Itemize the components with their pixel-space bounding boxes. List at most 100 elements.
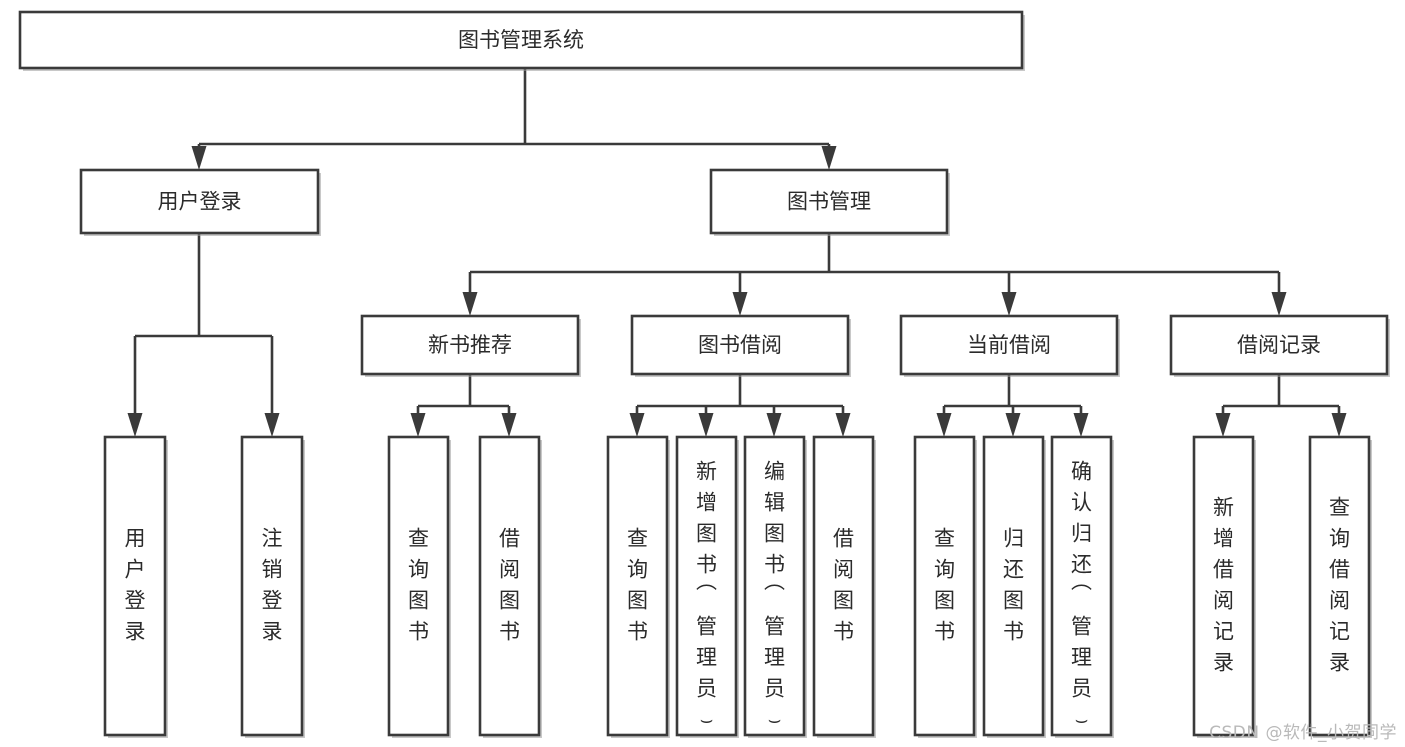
node-label-char: 询 [408, 558, 429, 582]
node-label-char: 询 [627, 558, 648, 582]
node-box[interactable] [478, 435, 541, 737]
arrow-head-icon [821, 146, 837, 170]
connector-group-user-login [127, 233, 280, 437]
node-box[interactable] [899, 314, 1119, 376]
node-box[interactable] [18, 10, 1024, 70]
node-leaf-confirm-return[interactable]: 确认归还⌒管理员⌣ [1050, 435, 1114, 738]
node-leaf-user-login[interactable]: 用户登录 [103, 435, 168, 738]
node-box[interactable] [812, 435, 875, 737]
node-label: 图书管理 [787, 190, 871, 214]
node-label-vertical: 查询图书 [408, 527, 429, 644]
node-label-char: 阅 [833, 558, 854, 582]
node-box[interactable] [240, 435, 304, 737]
node-leaf-borrow-book-recommend[interactable]: 借阅图书 [478, 435, 542, 738]
node-label-char: 书 [499, 620, 520, 644]
node-box[interactable] [360, 314, 580, 376]
node-leaf-query-book-borrow[interactable]: 查询图书 [606, 435, 670, 738]
node-label-char: 询 [1329, 527, 1350, 551]
node-box[interactable] [606, 435, 669, 737]
node-book-borrow[interactable]: 图书借阅 [630, 314, 851, 377]
node-label-char: 查 [1329, 496, 1350, 520]
node-label-char: 图 [408, 589, 429, 613]
node-label-char: 借 [499, 527, 520, 551]
node-label-char: 记 [1213, 620, 1234, 644]
node-label-char: 登 [125, 589, 146, 613]
node-label-vertical: 查询图书 [934, 527, 955, 644]
node-box[interactable] [1308, 435, 1371, 737]
node-book-manage[interactable]: 图书管理 [709, 168, 950, 236]
node-label-vertical: 查询图书 [627, 527, 648, 644]
arrow-head-icon [264, 413, 280, 437]
node-box[interactable] [982, 435, 1045, 737]
arrow-head-icon [1001, 292, 1017, 316]
node-label-char: ⌒ [764, 584, 785, 608]
node-label: 图书借阅 [698, 333, 782, 357]
node-leaf-add-borrow-record[interactable]: 新增借阅记录 [1192, 435, 1256, 738]
node-label-char: 增 [1213, 527, 1234, 551]
node-new-book-recommend[interactable]: 新书推荐 [360, 314, 581, 377]
node-leaf-query-book-recommend[interactable]: 查询图书 [387, 435, 451, 738]
node-label-char: 增 [696, 491, 717, 515]
node-user-login[interactable]: 用户登录 [79, 168, 321, 236]
arrow-head-icon [501, 413, 517, 437]
node-label-char: 图 [764, 522, 785, 546]
node-label-char: 用 [125, 527, 146, 551]
node-leaf-add-book[interactable]: 新增图书⌒管理员⌣ [675, 435, 739, 738]
node-label-char: 销 [262, 558, 283, 582]
node-label-char: 查 [408, 527, 429, 551]
node-label-char: ⌣ [700, 708, 714, 732]
node-leaf-borrow-book[interactable]: 借阅图书 [812, 435, 876, 738]
node-label-char: 书 [408, 620, 429, 644]
node-box[interactable] [913, 435, 976, 737]
node-box[interactable] [79, 168, 320, 235]
node-leaf-edit-book[interactable]: 编辑图书⌒管理员⌣ [743, 435, 807, 738]
node-label-char: 查 [934, 527, 955, 551]
node-borrow-record[interactable]: 借阅记录 [1169, 314, 1390, 377]
node-box[interactable] [103, 435, 167, 737]
node-label-char: 还 [1071, 553, 1092, 577]
node-current-borrow[interactable]: 当前借阅 [899, 314, 1120, 377]
node-label-char: 阅 [499, 558, 520, 582]
node-box[interactable] [675, 435, 738, 737]
node-label-char: 询 [934, 558, 955, 582]
arrow-head-icon [1005, 413, 1021, 437]
arrow-head-icon [766, 413, 782, 437]
node-root[interactable]: 图书管理系统 [18, 10, 1025, 71]
node-box[interactable] [743, 435, 806, 737]
node-label-char: 登 [262, 589, 283, 613]
arrow-head-icon [698, 413, 714, 437]
node-leaf-query-borrow-record[interactable]: 查询借阅记录 [1308, 435, 1372, 738]
node-leaf-query-book-current[interactable]: 查询图书 [913, 435, 977, 738]
node-label-vertical: 归还图书 [1003, 527, 1024, 644]
node-box[interactable] [630, 314, 850, 376]
node-box[interactable] [1050, 435, 1113, 737]
node-label-char: 认 [1071, 491, 1092, 515]
node-label-char: 录 [262, 620, 283, 644]
node-label-char: 归 [1003, 527, 1024, 551]
node-label-vertical: 新增图书⌒管理员⌣ [696, 460, 717, 732]
node-label-char: 图 [696, 522, 717, 546]
arrow-head-icon [1331, 413, 1347, 437]
node-label-char: 员 [764, 677, 785, 701]
node-leaf-logout[interactable]: 注销登录 [240, 435, 305, 738]
node-label-char: ⌣ [1075, 708, 1089, 732]
node-label-char: 辑 [764, 491, 785, 515]
node-label-vertical: 注销登录 [262, 527, 283, 644]
node-label-char: 录 [125, 620, 146, 644]
node-box[interactable] [1169, 314, 1389, 376]
node-label-char: 书 [764, 553, 785, 577]
node-leaf-return-book[interactable]: 归还图书 [982, 435, 1046, 738]
connector-group-borrow-record [1215, 374, 1347, 437]
node-label-char: 图 [499, 589, 520, 613]
arrow-head-icon [191, 146, 207, 170]
node-box[interactable] [1192, 435, 1255, 737]
node-label-char: 还 [1003, 558, 1024, 582]
node-box[interactable] [387, 435, 450, 737]
node-label-char: 借 [1213, 558, 1234, 582]
arrow-head-icon [936, 413, 952, 437]
nodes-layer: 图书管理系统用户登录图书管理新书推荐图书借阅当前借阅借阅记录用户登录注销登录查询… [18, 10, 1390, 738]
node-label-char: 确 [1071, 460, 1092, 484]
node-label-char: 理 [1071, 646, 1092, 670]
node-box[interactable] [709, 168, 949, 235]
